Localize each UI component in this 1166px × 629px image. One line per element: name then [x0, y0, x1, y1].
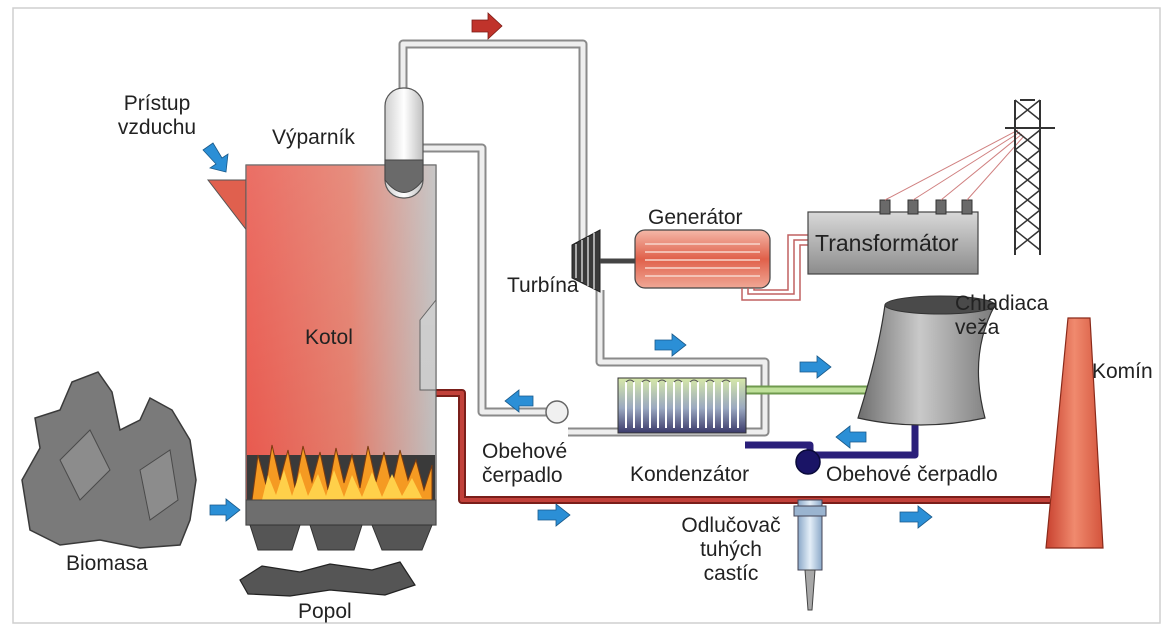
- label-odlucovac: Odlučovač tuhých castíc: [681, 514, 781, 585]
- flow-arrow-icon: [537, 503, 571, 527]
- label-chladiaca-veza: Chladiaca veža: [955, 292, 1049, 339]
- circulation-pump-right: [795, 449, 821, 475]
- label-biomasa: Biomasa: [66, 552, 148, 575]
- condenser: [617, 377, 747, 434]
- flow-arrow-icon: [209, 498, 241, 522]
- flow-arrow-icon: [899, 505, 933, 529]
- label-vyparnik: Výparník: [272, 126, 355, 149]
- power-cables: [741, 234, 808, 301]
- steam-pipe: [398, 39, 588, 250]
- flame-icon: [247, 444, 435, 501]
- return-water-pipe: [745, 420, 919, 459]
- flow-arrow-icon: [654, 333, 687, 357]
- label-generator: Generátor: [648, 206, 743, 229]
- label-komin: Komín: [1092, 360, 1153, 383]
- turbine: [571, 229, 635, 293]
- transformer: [807, 199, 979, 275]
- label-kotol: Kotol: [305, 326, 353, 349]
- ash-pile: [239, 561, 416, 597]
- boiler: [206, 164, 437, 551]
- flow-arrow-icon: [799, 355, 832, 379]
- biomass-detail: [59, 429, 179, 521]
- label-turbina: Turbína: [507, 274, 579, 297]
- label-transformator: Transformátor: [815, 230, 959, 256]
- flow-arrow-icon: [835, 425, 867, 449]
- flow-arrow-icon: [504, 389, 534, 413]
- circulation-pump-left: [545, 400, 569, 424]
- label-obehove-cerpadlo-left: Obehové čerpadlo: [482, 440, 568, 487]
- flue-gas-pipe: [420, 389, 1050, 504]
- flow-arrow-icon: [202, 142, 229, 173]
- label-pristup-vzduchu: Prístup vzduchu: [117, 92, 197, 139]
- label-obehove-cerpadlo-right: Obehové čerpadlo: [826, 463, 998, 486]
- cooling-tower-icon: [857, 295, 996, 426]
- pylon-icon: [1005, 99, 1055, 255]
- particle-separator: [793, 499, 827, 611]
- power-lines: [884, 129, 1025, 201]
- diagram-border: [12, 7, 1161, 624]
- label-popol: Popol: [298, 600, 352, 623]
- evaporator: [384, 87, 424, 199]
- generator: [634, 229, 771, 289]
- chimney-icon: [1045, 317, 1104, 549]
- label-kondenzator: Kondenzátor: [630, 463, 750, 486]
- steam-arrow-icon: [471, 12, 503, 40]
